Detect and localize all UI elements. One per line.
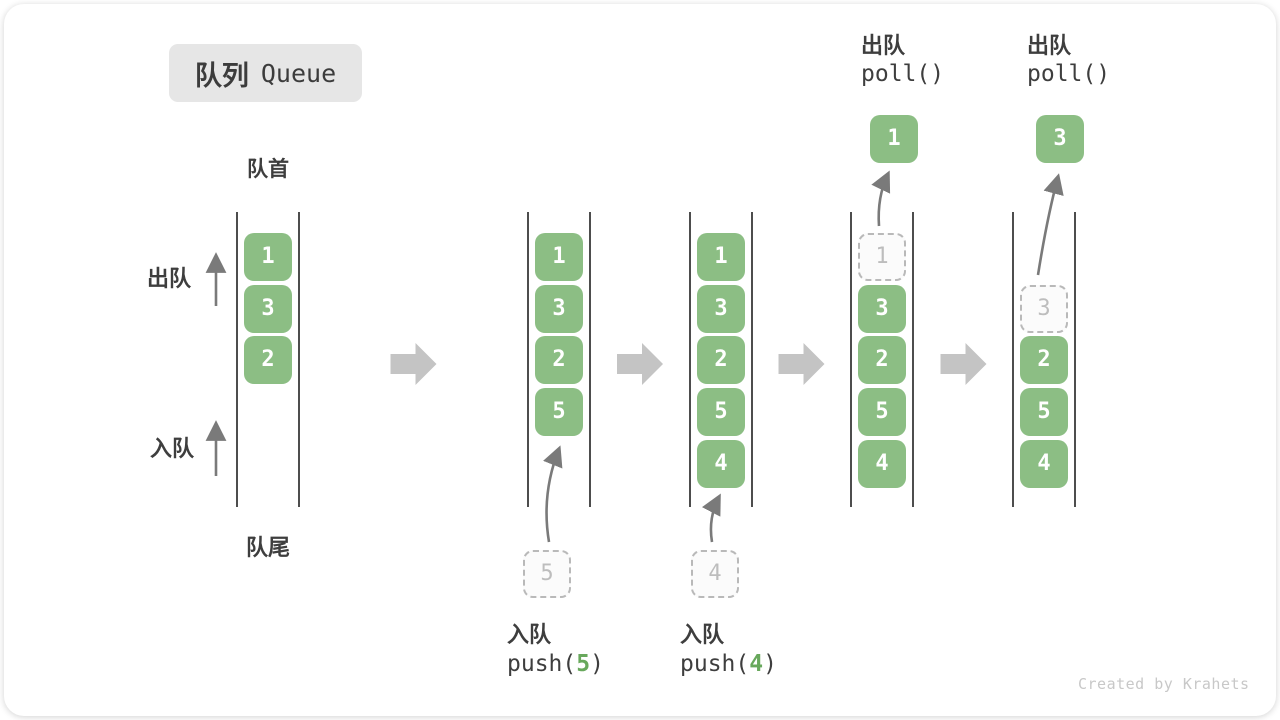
poll-operation-label-zh: 出队 — [1027, 33, 1072, 58]
push-operation-label-zh: 入队 — [507, 622, 552, 647]
push-code-suffix: ) — [763, 651, 777, 677]
queue-slot: 5 — [1020, 388, 1068, 436]
queue-channel-line — [1012, 212, 1014, 507]
diagram-card — [4, 4, 1276, 716]
push-operation-label-code: push(4) — [680, 651, 777, 677]
title-en: Queue — [260, 58, 337, 88]
title-badge: 队列 Queue — [169, 44, 362, 102]
queue-slot: 1 — [535, 233, 583, 281]
queue-channel-line — [527, 212, 529, 507]
queue-slot: 1 — [697, 233, 745, 281]
poll-operation-label-code: poll() — [861, 61, 945, 87]
queue-slot: 3 — [535, 285, 583, 333]
queue-slot-dashed: 1 — [858, 233, 906, 281]
queue-channel-line — [589, 212, 591, 507]
queue-slot: 4 — [858, 440, 906, 488]
queue-channel-line — [298, 212, 300, 507]
queue-slot: 2 — [244, 336, 292, 384]
enqueue-direction-label: 入队 — [150, 436, 195, 461]
push-operation-label-code: push(5) — [507, 651, 604, 677]
queue-slot: 2 — [1020, 336, 1068, 384]
queue-channel-line — [1074, 212, 1076, 507]
push-code-arg: 4 — [749, 651, 764, 677]
poll-output-box: 1 — [870, 115, 918, 163]
queue-slot: 4 — [1020, 440, 1068, 488]
queue-slot: 2 — [697, 336, 745, 384]
queue-slot: 3 — [697, 285, 745, 333]
queue-slot-dashed: 3 — [1020, 285, 1068, 333]
queue-slot: 5 — [697, 388, 745, 436]
queue-rear-label: 队尾 — [245, 535, 290, 560]
push-code-suffix: ) — [590, 651, 604, 677]
queue-slot: 2 — [858, 336, 906, 384]
queue-slot: 2 — [535, 336, 583, 384]
push-operation-label-zh: 入队 — [680, 622, 725, 647]
queue-slot: 5 — [535, 388, 583, 436]
queue-channel-line — [912, 212, 914, 507]
staging-value-box: 5 — [523, 550, 571, 598]
push-code-arg: 5 — [576, 651, 591, 677]
watermark: Created by Krahets — [1078, 675, 1250, 693]
queue-slot: 1 — [244, 233, 292, 281]
poll-operation-label-code: poll() — [1027, 61, 1111, 87]
dequeue-direction-label: 出队 — [147, 266, 192, 291]
queue-slot: 3 — [244, 285, 292, 333]
queue-slot: 5 — [858, 388, 906, 436]
push-code-prefix: push( — [507, 651, 577, 677]
poll-operation-label-zh: 出队 — [861, 33, 906, 58]
push-code-prefix: push( — [680, 651, 750, 677]
poll-output-box: 3 — [1036, 115, 1084, 163]
title-zh: 队列 — [194, 60, 249, 91]
queue-channel-line — [850, 212, 852, 507]
staging-value-box: 4 — [691, 550, 739, 598]
queue-slot: 3 — [858, 285, 906, 333]
queue-slot: 4 — [697, 440, 745, 488]
queue-channel-line — [689, 212, 691, 507]
queue-channel-line — [751, 212, 753, 507]
queue-front-label: 队首 — [247, 158, 289, 181]
queue-channel-line — [236, 212, 238, 507]
